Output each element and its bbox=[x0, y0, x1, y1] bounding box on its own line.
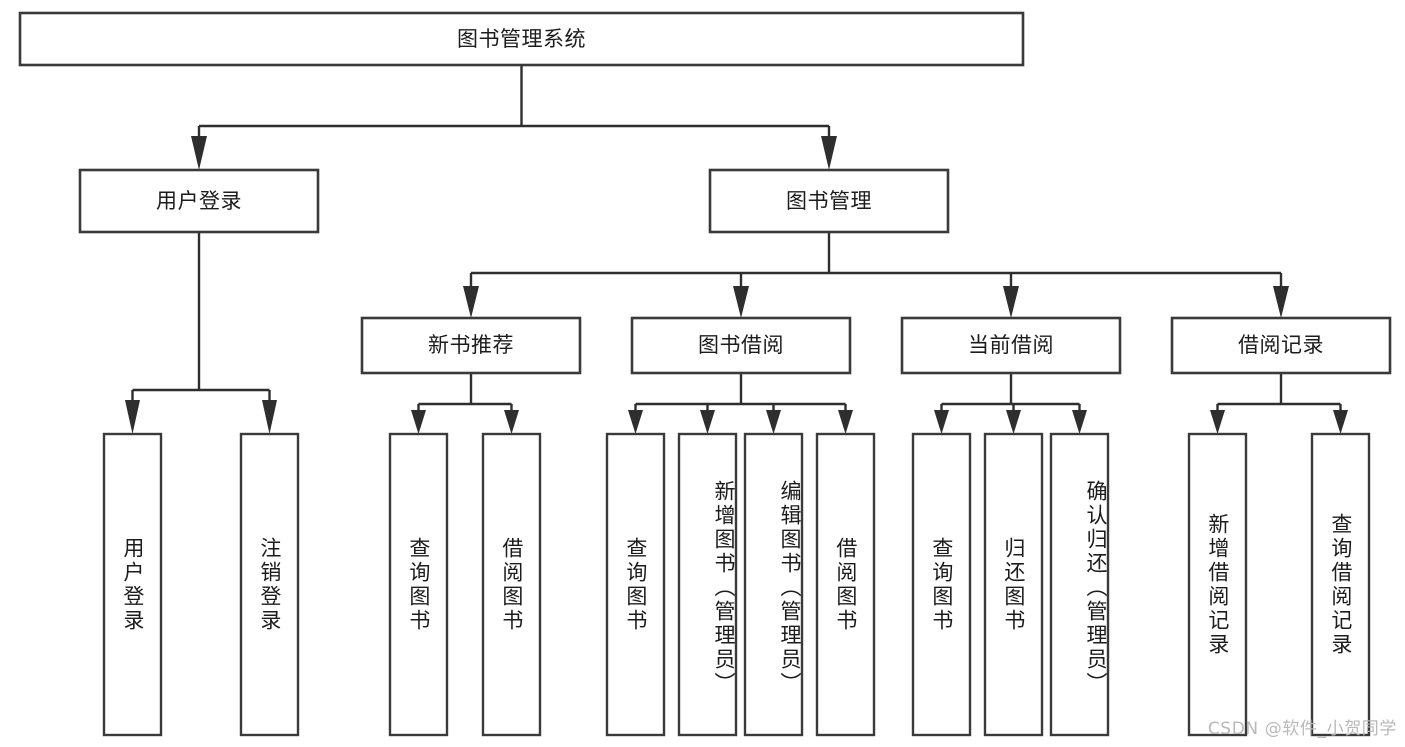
arrow-head-borrow-record bbox=[1273, 286, 1289, 318]
node-box-root[interactable] bbox=[18, 11, 1025, 67]
node-box-leaf-logout[interactable] bbox=[239, 432, 300, 737]
arrow-head-leaf-query-book-3 bbox=[934, 410, 949, 434]
arrow-head-leaf-user-login bbox=[125, 400, 140, 434]
node-box-leaf-query-record[interactable] bbox=[1310, 432, 1371, 737]
arrow-head-book-manage bbox=[821, 136, 837, 170]
node-box-leaf-query-book-1[interactable] bbox=[388, 432, 449, 737]
arrow-head-current-borrow bbox=[1003, 286, 1019, 318]
arrow-head-leaf-query-book-2 bbox=[628, 410, 643, 434]
arrow-head-leaf-borrow-book-2 bbox=[838, 410, 853, 434]
node-box-leaf-edit-book[interactable] bbox=[743, 432, 804, 737]
connector-group-current-borrow-to-leaves bbox=[934, 373, 1087, 434]
node-box-user-login[interactable] bbox=[78, 168, 320, 234]
arrow-head-user-login bbox=[191, 136, 207, 170]
node-box-book-manage[interactable] bbox=[708, 168, 950, 234]
arrow-head-leaf-return-book bbox=[1006, 410, 1021, 434]
node-box-leaf-query-book-3[interactable] bbox=[911, 432, 972, 737]
arrow-head-leaf-edit-book bbox=[766, 410, 781, 434]
connector-group-root-to-level2 bbox=[191, 65, 837, 170]
csdn-watermark: CSDN @软件_小贺同学 bbox=[1207, 719, 1397, 739]
arrow-head-leaf-query-book-1 bbox=[411, 410, 426, 434]
connector-group-new-book-rec-to-leaves bbox=[411, 373, 519, 434]
node-box-book-borrow[interactable] bbox=[630, 316, 852, 375]
arrow-head-leaf-query-record bbox=[1333, 410, 1348, 434]
connector-group-book-manage-to-level3 bbox=[463, 232, 1289, 318]
node-box-current-borrow[interactable] bbox=[900, 316, 1122, 375]
node-box-leaf-add-record[interactable] bbox=[1187, 432, 1248, 737]
connector-group-user-login-to-leaves bbox=[125, 232, 277, 434]
node-box-borrow-record[interactable] bbox=[1170, 316, 1392, 375]
arrow-head-leaf-add-record bbox=[1210, 410, 1225, 434]
connector-group-borrow-record-to-leaves bbox=[1210, 373, 1348, 434]
connector-group-book-borrow-to-leaves bbox=[628, 373, 853, 434]
arrow-head-leaf-confirm-return bbox=[1072, 410, 1087, 434]
node-box-leaf-confirm-return[interactable] bbox=[1049, 432, 1110, 737]
node-box-new-book-rec[interactable] bbox=[360, 316, 582, 375]
node-box-leaf-query-book-2[interactable] bbox=[605, 432, 666, 737]
arrow-head-leaf-borrow-book-1 bbox=[504, 410, 519, 434]
node-box-leaf-return-book[interactable] bbox=[983, 432, 1044, 737]
arrow-head-leaf-logout bbox=[262, 400, 277, 434]
arrow-head-new-book-rec bbox=[463, 286, 479, 318]
arrow-head-book-borrow bbox=[733, 286, 749, 318]
node-box-leaf-borrow-book-2[interactable] bbox=[815, 432, 876, 737]
node-box-leaf-borrow-book-1[interactable] bbox=[481, 432, 542, 737]
node-box-leaf-add-book[interactable] bbox=[677, 432, 738, 737]
node-box-leaf-user-login[interactable] bbox=[102, 432, 163, 737]
arrow-head-leaf-add-book bbox=[700, 410, 715, 434]
